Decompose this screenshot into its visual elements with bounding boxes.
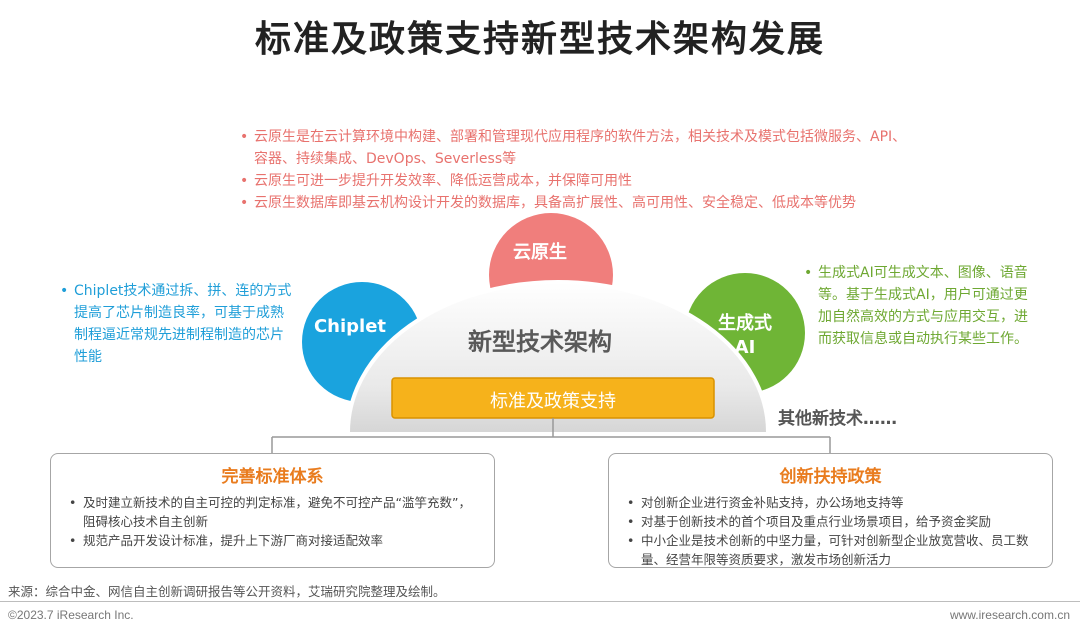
other-tech-label: 其他新技术…… [778, 409, 897, 429]
standards-system-box: 完善标准体系 及时建立新技术的自主可控的判定标准，避免不可控产品“滥竽充数”，阻… [50, 453, 495, 568]
box-list: 对创新企业进行资金补贴支持，办公场地支持等 对基于创新技术的首个项目及重点行业场… [627, 493, 1034, 569]
chiplet-note: Chiplet技术通过拆、拼、连的方式提高了芯片制造良率，可基于成熟制程逼近常规… [60, 280, 295, 368]
cloud-native-note: 云原生可进一步提升开发效率、降低运营成本，并保障可用性 [240, 170, 920, 192]
footer-divider [0, 601, 1080, 602]
copyright: ©2023.7 iResearch Inc. [8, 608, 134, 622]
genai-label: 生成式 AI [700, 312, 790, 360]
list-item: 规范产品开发设计标准，提升上下游厂商对接适配效率 [69, 531, 476, 550]
source-footnote: 来源：综合中金、网信自主创新调研报告等公开资料，艾瑞研究院整理及绘制。 [8, 584, 446, 599]
box-list: 及时建立新技术的自主可控的判定标准，避免不可控产品“滥竽充数”，阻碍核心技术自主… [69, 493, 476, 550]
genai-label-line: 生成式 [718, 313, 772, 334]
dome-label: 新型技术架构 [468, 328, 612, 356]
list-item: 对创新企业进行资金补贴支持，办公场地支持等 [627, 493, 1034, 512]
standards-bar-label: 标准及政策支持 [490, 391, 616, 412]
list-item: 对基于创新技术的首个项目及重点行业场景项目，给予资金奖励 [627, 512, 1034, 531]
genai-label-line: AI [734, 337, 756, 358]
cloud-native-note: 云原生数据库即基云机构设计开发的数据库，具备高扩展性、高可用性、安全稳定、低成本… [240, 192, 920, 214]
innovation-policy-box: 创新扶持政策 对创新企业进行资金补贴支持，办公场地支持等 对基于创新技术的首个项… [608, 453, 1053, 568]
website-link[interactable]: www.iresearch.com.cn [949, 608, 1070, 622]
page-title: 标准及政策支持新型技术架构发展 [254, 19, 825, 60]
chiplet-label: Chiplet [313, 316, 387, 337]
cloud-native-note: 云原生是在云计算环境中构建、部署和管理现代应用程序的软件方法，相关技术及模式包括… [240, 126, 920, 170]
list-item: 中小企业是技术创新的中坚力量，可针对创新型企业放宽营收、员工数量、经营年限等资质… [627, 531, 1034, 569]
box-title: 创新扶持政策 [779, 467, 882, 487]
genai-notes: 生成式AI可生成文本、图像、语音等。基于生成式AI，用户可通过更加自然高效的方式… [804, 262, 1034, 350]
genai-note: 生成式AI可生成文本、图像、语音等。基于生成式AI，用户可通过更加自然高效的方式… [804, 262, 1034, 350]
list-item: 及时建立新技术的自主可控的判定标准，避免不可控产品“滥竽充数”，阻碍核心技术自主… [69, 493, 476, 531]
cloud-native-notes: 云原生是在云计算环境中构建、部署和管理现代应用程序的软件方法，相关技术及模式包括… [240, 126, 920, 214]
box-title: 完善标准体系 [221, 467, 324, 487]
chiplet-notes: Chiplet技术通过拆、拼、连的方式提高了芯片制造良率，可基于成熟制程逼近常规… [60, 280, 295, 368]
dome-outline [346, 280, 770, 433]
cloud-native-label: 云原生 [513, 242, 567, 263]
